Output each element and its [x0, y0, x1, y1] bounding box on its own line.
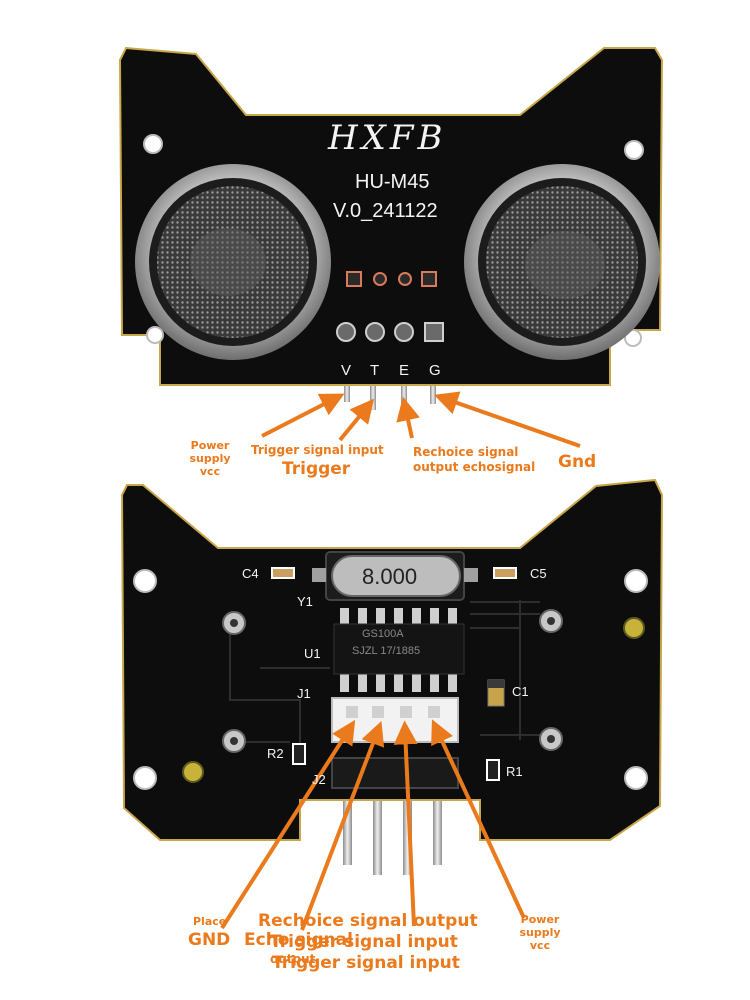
version-text: V.0_241122: [333, 200, 438, 222]
connector-j2: [331, 757, 459, 789]
top-power-label: Power supply vcc: [189, 439, 231, 478]
test-pad: [623, 617, 645, 639]
top-gnd-label: Gnd: [558, 452, 597, 472]
header-pads: [336, 322, 444, 342]
top-trigger-small-label: Trigger signal input: [251, 443, 384, 457]
designator-r1: R1: [506, 764, 523, 779]
bottom-power-label: Power supply vcc: [519, 913, 561, 952]
left-transducer: [135, 164, 331, 360]
crystal-y1: [312, 551, 478, 601]
bottom-arrows: [220, 719, 526, 931]
mount-hole: [146, 326, 164, 344]
designator-r2: R2: [267, 746, 284, 761]
top-board: [118, 46, 664, 410]
pin-letter-v: V: [341, 362, 352, 379]
right-transducer: [464, 164, 660, 360]
chip-marking-1: GS100A: [362, 628, 404, 640]
pin-letter-e: E: [399, 362, 410, 379]
bottom-echo-left-label: Echo signal: [244, 930, 353, 950]
mount-hole: [624, 766, 648, 790]
test-pad: [182, 761, 204, 783]
chip-u1: [333, 608, 465, 692]
bottom-trigger-label-1: Trigger signal input: [270, 932, 458, 952]
designator-y1: Y1: [297, 594, 313, 609]
bottom-echo-top-label: Rechoice signal output: [258, 911, 478, 931]
capacitors: [222, 609, 563, 753]
designator-j1: J1: [297, 686, 311, 701]
designator-c1: C1: [512, 684, 529, 699]
designator-j2: J2: [312, 772, 326, 787]
bottom-board: [120, 478, 664, 875]
bottom-echo-left-sub: output: [270, 952, 316, 966]
bottom-trigger-label-2: Trigger signal input: [272, 953, 460, 973]
brand-logo-text: HXFB: [328, 118, 447, 158]
top-arrows: [261, 391, 581, 448]
model-text: HU-M45: [355, 171, 430, 193]
mount-hole: [624, 329, 642, 347]
mount-hole: [143, 134, 163, 154]
bottom-place-label: Place: [193, 915, 227, 928]
top-trigger-big-label: Trigger: [282, 459, 351, 479]
designator-c4: C4: [242, 566, 259, 581]
pin-letter-t: T: [370, 362, 380, 379]
pin-letter-g: G: [429, 362, 441, 379]
bottom-gnd-label: GND: [188, 930, 231, 950]
upper-pads: [346, 271, 437, 287]
crystal-value: 8.000: [362, 564, 418, 589]
designator-u1: U1: [304, 646, 321, 661]
mount-hole: [133, 569, 157, 593]
top-echo-label: Rechoice signal output echosignal: [413, 445, 536, 474]
mount-hole: [624, 569, 648, 593]
chip-marking-2: SJZL 17/1885: [352, 645, 421, 657]
pcb-traces: [229, 600, 545, 760]
mount-hole: [133, 766, 157, 790]
designator-c5: C5: [530, 566, 547, 581]
mount-hole: [624, 140, 644, 160]
smd-parts: [271, 567, 517, 781]
